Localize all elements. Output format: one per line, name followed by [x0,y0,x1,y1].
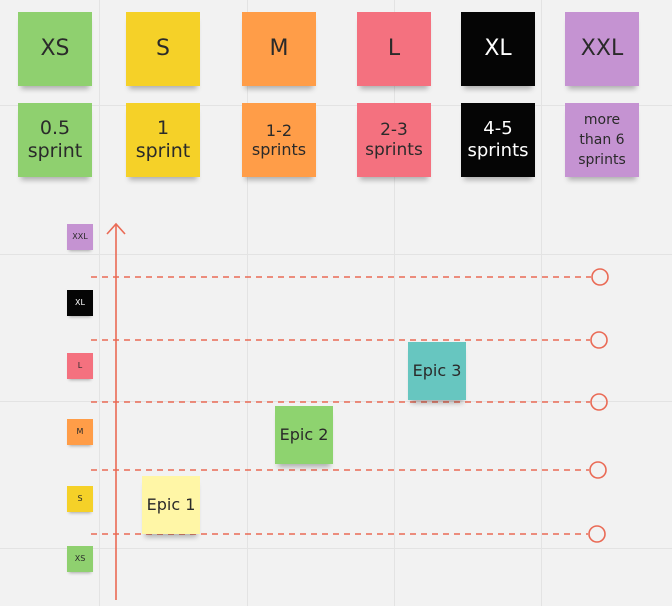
epic-sticky-2[interactable]: Epic 2 [275,406,333,464]
size-label: M [269,35,289,61]
duration-label: 4-5 sprints [467,118,529,161]
duration-sticky-s[interactable]: 1 sprint [126,103,200,177]
axis-label: L [77,361,83,371]
size-label: XXL [580,35,624,61]
grid-line [394,0,395,606]
duration-sticky-xxl[interactable]: more than 6 sprints [565,103,639,177]
epic-label: Epic 2 [279,425,329,445]
duration-sticky-xs[interactable]: 0.5 sprint [18,103,92,177]
line-end-circle-icon [590,393,608,411]
size-sticky-l[interactable]: L [357,12,431,86]
duration-sticky-l[interactable]: 2-3 sprints [357,103,431,177]
axis-sticky-xl[interactable]: XL [67,290,93,316]
grid-line [0,548,672,549]
duration-label: 1-2 sprints [251,120,307,159]
epic-sticky-1[interactable]: Epic 1 [142,476,200,534]
size-sticky-s[interactable]: S [126,12,200,86]
epic-sticky-3[interactable]: Epic 3 [408,342,466,400]
size-label: S [156,35,170,61]
size-sticky-m[interactable]: M [242,12,316,86]
axis-label: XS [74,554,86,564]
axis-sticky-l[interactable]: L [67,353,93,379]
line-end-circle-icon [590,331,608,349]
axis-sticky-xs[interactable]: XS [67,546,93,572]
epic-label: Epic 1 [146,495,196,515]
line-end-circle-icon [588,525,606,543]
size-label: L [387,35,401,61]
size-sticky-xs[interactable]: XS [18,12,92,86]
grid-line [541,0,542,606]
arrow-head-icon [106,222,126,235]
duration-sticky-xl[interactable]: 4-5 sprints [461,103,535,177]
axis-sticky-xxl[interactable]: XXL [67,224,93,250]
axis-label: S [77,494,83,504]
axis-label: XXL [72,232,88,242]
duration-sticky-m[interactable]: 1-2 sprints [242,103,316,177]
epic-label: Epic 3 [412,361,462,381]
size-label: XS [40,35,70,61]
grid-line [99,0,100,606]
duration-label: 1 sprint [135,117,191,162]
axis-sticky-s[interactable]: S [67,486,93,512]
line-end-circle-icon [589,461,607,479]
grid-line [247,0,248,606]
duration-label: 0.5 sprint [27,117,83,162]
axis-label: XL [75,298,85,308]
size-sticky-xxl[interactable]: XXL [565,12,639,86]
grid-line [0,105,672,106]
axis-label: M [76,427,84,437]
axis-sticky-m[interactable]: M [67,419,93,445]
line-end-circle-icon [591,268,609,286]
size-label: XL [484,35,512,61]
duration-label: 2-3 sprints [365,119,423,160]
grid-line [0,254,672,255]
size-sticky-xl[interactable]: XL [461,12,535,86]
duration-label: more than 6 sprints [578,111,626,169]
